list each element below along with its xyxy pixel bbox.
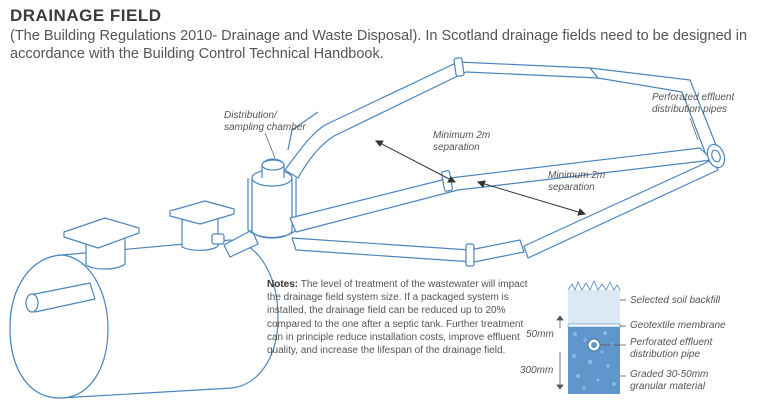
distribution-pipes: [284, 57, 726, 267]
page-subtitle: (The Building Regulations 2010- Drainage…: [10, 28, 748, 62]
cross-section: [556, 280, 626, 394]
outlet-pipe: [223, 229, 259, 258]
notes-heading: Notes:: [267, 279, 299, 290]
label-distribution-pipe: Perforated effluent distribution pipe: [630, 337, 713, 360]
label-separation-2: Minimum 2m separation: [548, 170, 606, 193]
label-geotextile-membrane: Geotextile membrane: [630, 320, 726, 331]
label-distribution-chamber: Distribution/ sampling chamber: [224, 110, 306, 133]
notes-text: Notes: The level of treatment of the was…: [267, 278, 529, 357]
dimension-300mm: 300mm: [520, 365, 554, 376]
chamber-leader: [264, 132, 276, 159]
pipes-leader: [689, 117, 699, 141]
label-perforated-pipes: Perforated effluent distribution pipes: [652, 92, 735, 115]
page-title: DRAINAGE FIELD: [10, 6, 162, 25]
septic-tank: [9, 200, 279, 399]
label-separation-1: Minimum 2m separation: [433, 130, 491, 153]
separation-arrows: [374, 140, 587, 216]
dimension-50mm: 50mm: [526, 329, 554, 340]
label-granular-material: Graded 30-50mm granular material: [630, 369, 709, 392]
notes-body: The level of treatment of the wastewater…: [267, 279, 528, 357]
label-soil-backfill: Selected soil backfill: [630, 295, 721, 306]
